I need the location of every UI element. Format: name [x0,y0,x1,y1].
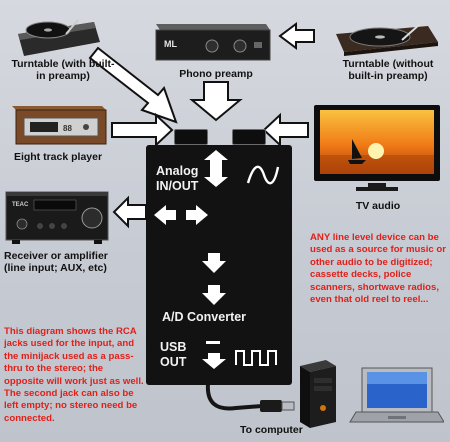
sine-wave-icon [246,165,280,185]
down-arrow-2 [202,285,226,305]
arrow-preamp-down [189,81,243,122]
phono-preamp-label: Phono preamp [179,68,253,80]
tv-audio-label: TV audio [355,200,401,212]
turntable-no-preamp-label: Turntable (without built-in preamp) [342,58,434,82]
down-arrow-1 [202,253,226,273]
laptop-image [349,367,444,423]
receiver-label: Receiver or amplifier (line input; AUX, … [4,250,108,274]
arrow-to-receiver [112,195,147,229]
rca-jacks-note: This diagram shows the RCA jacks used fo… [4,326,144,424]
computer-tower-image [300,360,336,428]
usb-down-arrow [202,353,226,369]
analog-left-arrow [154,205,176,225]
turntable-preamp-label: Turntable (with built-in preamp) [11,58,115,82]
usb-cable [205,383,263,411]
receiver-brand: TEAC [12,202,29,208]
eight-track-display: 88 [63,124,72,133]
converter-symbols [154,150,280,369]
eight-track-image: 88 [12,106,107,145]
to-computer-label: To computer [240,424,303,436]
eight-track-label: Eight track player [13,151,103,163]
arrow-turntable-to-box [88,46,178,124]
analog-up-arrow [204,150,228,169]
arrow-to-preamp [278,22,315,50]
usb-out-label: USB OUT [160,340,187,369]
usb-plug [260,400,282,412]
analog-io-label: Analog IN/OUT [156,164,199,193]
tv-image [314,105,440,191]
analog-down-arrow [204,169,228,187]
preamp-brand: ML [164,39,177,49]
line-level-note: ANY line level device can be used as a s… [310,232,446,306]
usb-connector [281,401,295,411]
rca-input-jack [174,129,208,145]
square-wave-icon [235,350,277,366]
minijack-passthru [232,129,266,145]
turntable-preamp-image [18,19,100,56]
receiver-image: TEAC [5,191,109,244]
phono-preamp-image: ML [155,24,271,61]
arrow-tv [262,112,309,148]
analog-right-arrow [186,205,208,225]
ad-converter-label: A/D Converter [162,310,247,324]
turntable-no-preamp-image [336,23,438,56]
arrow-eight-track [111,112,174,148]
usb-dash [206,341,220,344]
